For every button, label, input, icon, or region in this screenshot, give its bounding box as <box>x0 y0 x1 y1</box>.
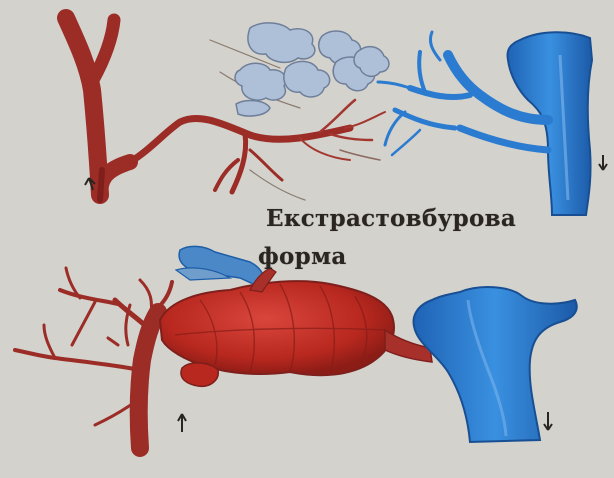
top-vein <box>378 32 592 215</box>
arrow-down-icon <box>544 412 552 430</box>
arrow-up-icon <box>178 414 186 432</box>
bottom-vein <box>414 287 577 442</box>
caption-subtitle: форма <box>258 243 347 270</box>
bottom-artery <box>15 268 172 448</box>
bottom-small-vein <box>176 246 264 288</box>
aneurysm-sac <box>160 268 432 386</box>
caption-title: Екстрастовбурова <box>266 205 516 232</box>
top-panel <box>66 18 607 215</box>
arrow-down-icon <box>599 155 607 170</box>
bottom-panel <box>15 246 577 448</box>
capillary-cluster <box>235 23 389 116</box>
